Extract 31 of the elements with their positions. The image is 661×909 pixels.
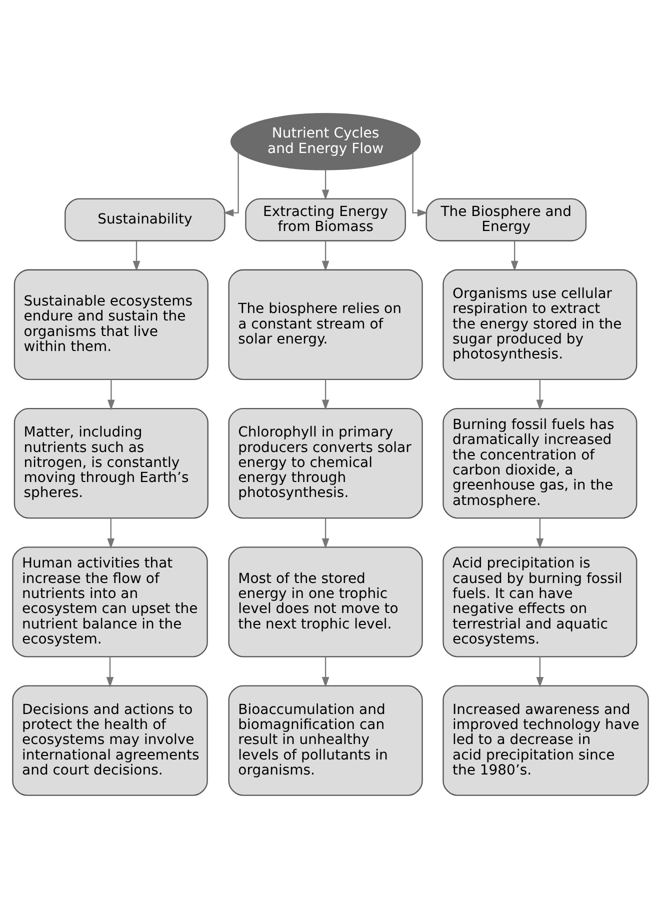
arrow [536, 656, 544, 688]
node-box: The biosphere relies on a constant stream of solar energy. [228, 269, 423, 380]
node-box: Decisions and actions to protect the health of ecosystems may involve international agreements and court decisions. [12, 685, 208, 796]
arrow [108, 379, 115, 410]
arrow [223, 152, 239, 216]
node-box: Matter, including nutrients such as nitrogen, is constantly moving through Earth’s spheres. [14, 408, 208, 519]
node-box: Extracting Energy from Biomass [245, 198, 406, 242]
arrow [536, 518, 544, 549]
node-box: Burning fossil fuels has dramatically increased the concentration of carbon dioxide, a greenhouse gas, in the atmosphere. [442, 408, 638, 519]
node-box: Most of the stored energy in one trophic level does not move to the next trophic level. [228, 546, 423, 658]
arrow [322, 241, 330, 272]
node-box: The Biosphere and Energy [426, 198, 587, 242]
arrow [322, 170, 330, 200]
arrow [322, 518, 330, 549]
node-box: Increased awareness and improved technology have led to a decrease in acid precipitation since the 1980’s. [442, 685, 649, 796]
node-box: Sustainable ecosystems endure and sustain the organisms that live within them. [14, 269, 208, 380]
arrow [107, 518, 115, 549]
arrow [536, 379, 544, 410]
arrow [510, 241, 518, 272]
arrow [106, 656, 114, 688]
arrow [322, 656, 330, 688]
node-box: Sustainability [64, 198, 226, 242]
arrow [132, 241, 140, 272]
node-box: Human activities that increase the flow of nutrients into an ecosystem can upset the nutrient balance in the ecosystem. [12, 546, 208, 658]
node-box: Chlorophyll in primary producers converts solar energy to chemical energy through photosynthesis. [228, 408, 423, 519]
node-box: Organisms use cellular respiration to extract the energy stored in the sugar produced by photosynthesis. [442, 269, 638, 380]
arrow [322, 379, 330, 410]
node-box: Bioaccumulation and biomagnification can result in unhealthy levels of pollutants in organisms. [228, 685, 423, 796]
arrow [412, 152, 428, 216]
node-box: Acid precipitation is caused by burning fossil fuels. It can have negative effects on terrestrial and aquatic ecosystems. [442, 546, 638, 658]
node-ellipse: Nutrient Cycles and Energy Flow [230, 113, 421, 170]
